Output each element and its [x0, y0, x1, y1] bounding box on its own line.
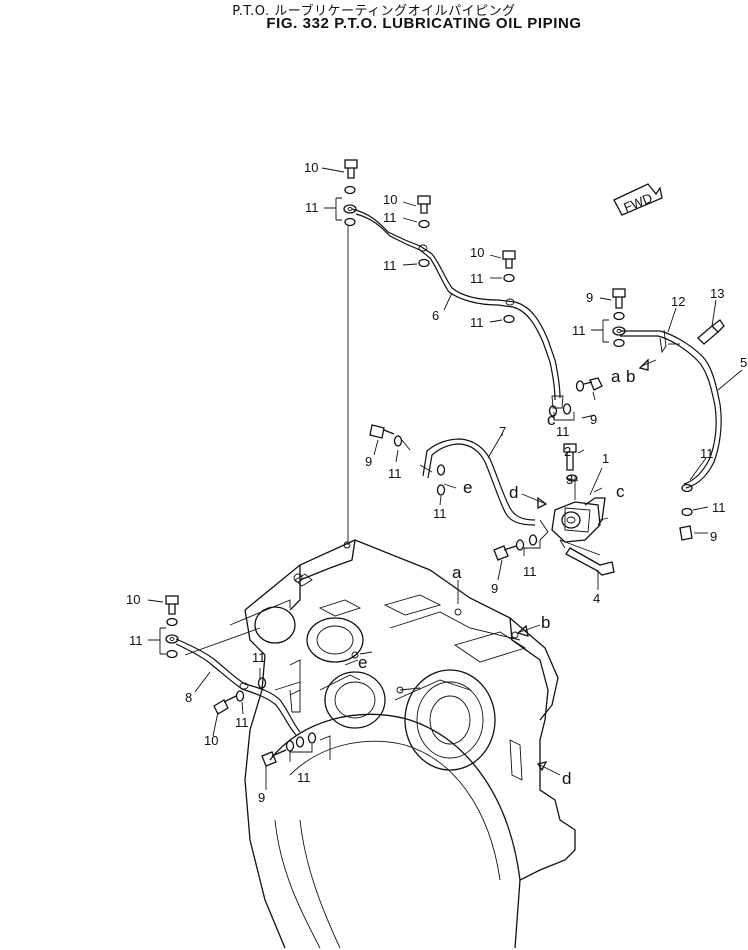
callout-11: 11 [523, 564, 537, 579]
callout-numbers: 10 11 10 11 11 10 11 11 6 9 11 12 13 5 9… [126, 160, 747, 805]
ref-d: d [509, 483, 518, 502]
callout-9: 9 [586, 290, 593, 305]
callout-9: 9 [590, 412, 597, 427]
callout-13: 13 [710, 286, 724, 301]
callout-6: 6 [432, 308, 439, 323]
ref-a: a [452, 563, 462, 582]
callout-11: 11 [470, 315, 484, 330]
diagram-title-japanese: P.T.O. ルーブリケーティングオイルパイピング [232, 4, 516, 19]
callout-11: 11 [712, 500, 726, 515]
callout-10: 10 [383, 192, 397, 207]
callout-11: 11 [297, 770, 311, 785]
oil-pipe-5 [620, 329, 722, 489]
callout-10: 10 [470, 245, 484, 260]
leader-lines [184, 225, 601, 760]
callout-11: 11 [556, 424, 570, 439]
callout-11: 11 [388, 466, 402, 481]
bolt-9-right [679, 525, 693, 541]
callout-11: 11 [470, 271, 484, 286]
bolt-4 [565, 547, 615, 576]
callout-11: 11 [700, 446, 714, 461]
oil-pipe-6 [351, 208, 564, 409]
bolt-9-lower-left [261, 749, 287, 767]
callout-8: 8 [185, 690, 192, 705]
callout-11: 11 [305, 200, 319, 215]
bolt-10-lower [165, 595, 179, 615]
bolt-10-top [344, 159, 358, 179]
oil-pipe-7 [422, 438, 549, 541]
bolt-10-right [502, 250, 516, 269]
callout-11: 11 [235, 715, 249, 730]
forward-direction-indicator: FWD [613, 183, 663, 216]
callout-11: 11 [129, 633, 143, 648]
bolt-2 [563, 443, 577, 471]
callout-9: 9 [710, 529, 717, 544]
callout-11: 11 [433, 506, 447, 521]
bolt-10-lower-b [213, 695, 237, 715]
callout-10: 10 [304, 160, 318, 175]
reference-letters: a b c c d e a b e d [358, 367, 635, 788]
callout-5: 5 [740, 355, 747, 370]
ref-b: b [626, 367, 635, 386]
callout-11: 11 [252, 650, 266, 665]
callout-4: 4 [593, 591, 600, 606]
callout-7: 7 [499, 424, 506, 439]
washers [165, 185, 693, 752]
callout-2: 2 [564, 444, 571, 459]
callout-1: 1 [602, 451, 609, 466]
callout-11: 11 [383, 258, 397, 273]
diagram-title: FIG. 332 P.T.O. LUBRICATING OIL PIPING [266, 15, 582, 32]
bolt-9-left [369, 424, 395, 439]
callout-9: 9 [258, 790, 265, 805]
callout-3: 3 [566, 472, 573, 487]
pto-housing [244, 539, 576, 949]
oil-pipe-8 [175, 638, 301, 736]
callout-leaders [147, 167, 743, 790]
ref-e: e [463, 478, 472, 497]
bolt-9-lower [493, 545, 517, 561]
callout-9: 9 [365, 454, 372, 469]
callout-10: 10 [126, 592, 140, 607]
callout-11: 11 [572, 323, 586, 338]
distribution-valve-block [551, 475, 609, 549]
bolt-10-mid [417, 195, 431, 214]
callout-12: 12 [671, 294, 685, 309]
ref-e: e [358, 653, 367, 672]
bolt-9-upper [612, 288, 626, 309]
callout-11: 11 [383, 210, 397, 225]
ref-a: a [611, 367, 621, 386]
ref-d: d [562, 769, 571, 788]
ref-c: c [547, 410, 556, 429]
ref-c: c [616, 482, 625, 501]
callout-9: 9 [491, 581, 498, 596]
ref-b: b [541, 613, 550, 632]
bolt-13 [697, 319, 725, 345]
bolt-9-valve [583, 377, 603, 391]
callout-10: 10 [204, 733, 218, 748]
